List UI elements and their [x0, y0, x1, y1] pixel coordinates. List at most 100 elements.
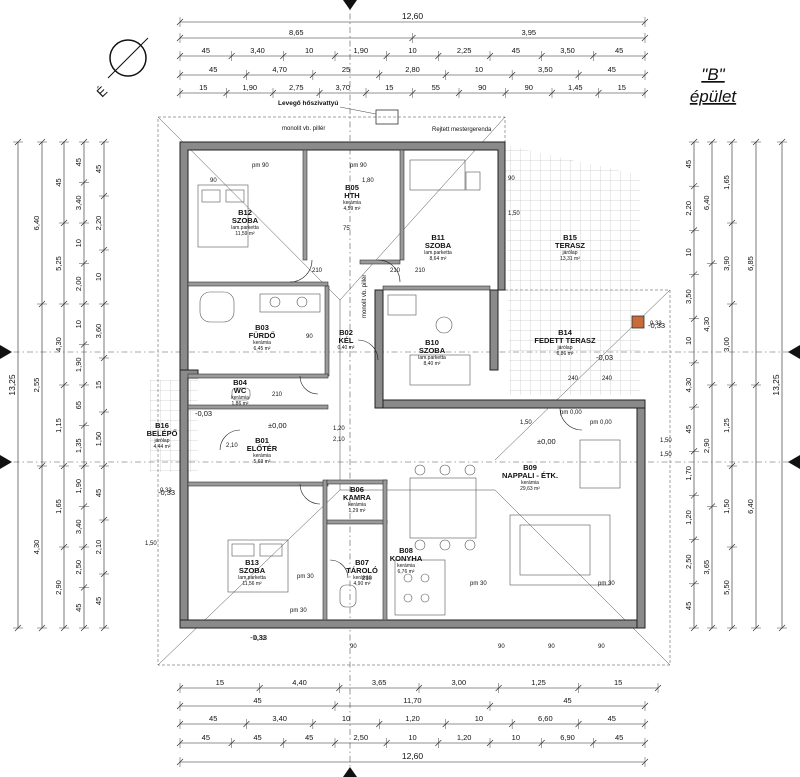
room-area: 6,45 m²	[254, 346, 271, 352]
dimension-label: 3,00	[722, 337, 731, 352]
opening-label: 90	[210, 178, 217, 184]
room-id: B08	[399, 546, 413, 555]
room-id: B01	[255, 436, 269, 445]
dimension-label: 10	[475, 714, 483, 723]
dimension-label: 3,40	[272, 714, 287, 723]
dimension-label: 90	[525, 83, 533, 92]
room-floor: kerámia	[353, 575, 371, 581]
room-area: 0,40 m²	[338, 345, 355, 351]
room-name: SZOBA	[239, 566, 266, 575]
furniture	[197, 159, 621, 616]
room-area: 8,64 m²	[430, 256, 447, 262]
room-id: B15	[563, 233, 577, 242]
opening-label: pm 30	[470, 581, 487, 587]
interior-walls	[187, 149, 491, 621]
dimension-label: 2,50	[354, 733, 369, 742]
room-floor: járólap	[153, 438, 169, 444]
dimension-label: 45	[563, 696, 571, 705]
dimension-label: 4,40	[292, 678, 307, 687]
room-floor: kerámia	[521, 480, 539, 486]
dimension-label: 1,20	[684, 510, 693, 525]
dimension-label: 45	[202, 46, 210, 55]
room-id: B12	[238, 208, 252, 217]
dimension-label: 1,35	[74, 438, 83, 453]
dimension-label: 10	[408, 46, 416, 55]
dimension-label: 1,25	[722, 418, 731, 433]
note-pillar: monolit vb. pillér	[282, 126, 325, 132]
sofa	[509, 514, 611, 586]
dimension-label: 11,70	[403, 696, 421, 705]
kitchen-counter	[394, 559, 446, 616]
room-area: 13,31 m²	[560, 256, 580, 262]
dimension-label: 5,25	[54, 256, 63, 271]
dimension-label: 15	[199, 83, 207, 92]
room-name: NAPPALI - ÉTK.	[502, 471, 558, 480]
dimension-label: 2,20	[94, 216, 103, 231]
room-floor: kerámia	[397, 563, 415, 569]
opening-label: pm 30	[290, 608, 307, 614]
column-marker	[631, 315, 645, 329]
opening-label: 210	[415, 268, 426, 274]
dimension-label: 10	[684, 337, 693, 345]
room-id: B10	[425, 338, 439, 347]
dimension-label: 45	[74, 604, 83, 612]
dimension-label: 3,40	[250, 46, 265, 55]
dimension-label: 15	[216, 678, 224, 687]
room-floor: lam.parketta	[238, 575, 266, 581]
opening-label: 90	[548, 644, 555, 650]
opening-label: pm 0,00	[590, 420, 612, 426]
opening-label: 240	[602, 376, 613, 382]
opening-label: 210	[390, 268, 401, 274]
dimension-label: 2,80	[405, 65, 420, 74]
dimension-label: 45	[684, 602, 693, 610]
dimension-label: 15	[385, 83, 393, 92]
room-name: WC	[234, 386, 247, 395]
opening-label: 90	[598, 644, 605, 650]
room-name: SZOBA	[419, 346, 446, 355]
room-area: 11,59 m²	[235, 231, 255, 237]
dimension-label: 3,50	[560, 46, 575, 55]
room-name: KAMRA	[343, 493, 371, 502]
opening-label: pm 0,00	[560, 410, 582, 416]
opening-label: 90	[306, 334, 313, 340]
opening-label: 1,50	[660, 452, 672, 458]
dimension-label: 1,20	[457, 733, 472, 742]
dimension-label: 45	[305, 733, 313, 742]
dimension-label: 4,30	[684, 378, 693, 393]
room-area: 5,69 m²	[254, 459, 271, 465]
dimension-label: 3,40	[74, 195, 83, 210]
dimension-label: 3,40	[74, 519, 83, 534]
level-zero: ±0,00	[268, 421, 287, 430]
dimension-label: 12,60	[402, 751, 424, 761]
opening-label: pm 30	[598, 581, 615, 587]
dimension-label: 45	[94, 489, 103, 497]
room-id: B04	[233, 378, 248, 387]
section-marker-top	[343, 0, 357, 10]
level-ground-1: -0,33	[250, 633, 267, 642]
room-name: KÉL	[339, 336, 354, 345]
dimension-label: 6,40	[746, 499, 755, 514]
opening-label: 210	[362, 576, 373, 582]
dimension-label: 1,65	[722, 175, 731, 190]
dimension-label: 1,50	[94, 432, 103, 447]
north-arrow: É	[94, 37, 149, 100]
dimension-label: 45	[54, 178, 63, 186]
room-floor: kerámia	[231, 395, 249, 401]
opening-label: 210	[312, 268, 323, 274]
dimension-label: 65	[74, 401, 83, 409]
dimension-label: 4,30	[702, 317, 711, 332]
opening-label: pm 90	[252, 163, 269, 169]
dimension-label: 55	[432, 83, 440, 92]
dimension-label: 4,30	[54, 337, 63, 352]
dimension-label: 45	[253, 733, 261, 742]
opening-label: 90	[508, 176, 515, 182]
dimension-label: 2,50	[684, 554, 693, 569]
room-id: B16	[155, 421, 169, 430]
dimension-label: 1,25	[531, 678, 546, 687]
